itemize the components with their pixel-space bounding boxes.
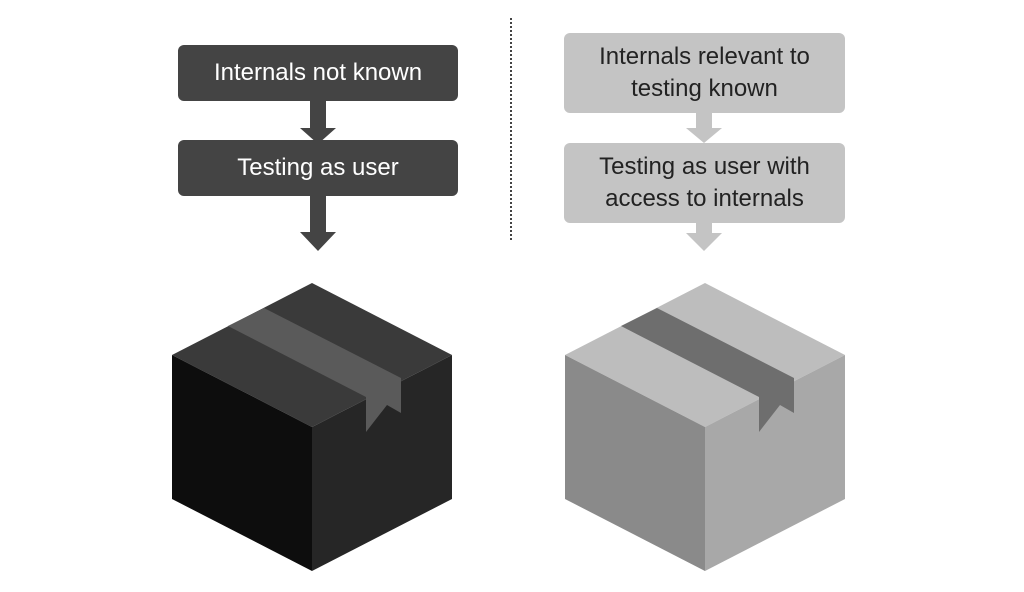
flow-arrows (300, 101, 336, 251)
box-right-face (312, 355, 452, 571)
closed-box-icon (172, 283, 452, 571)
box-tape (228, 308, 401, 432)
step-testing-with-access: Testing as user with access to internals (564, 143, 845, 223)
black-box-panel: Internals not known Testing as user (172, 45, 458, 571)
closed-box-icon (565, 283, 845, 571)
down-arrow-icon (686, 223, 722, 251)
box-tape (621, 308, 794, 432)
down-arrow-icon (300, 196, 336, 251)
step-testing-as-user: Testing as user (178, 140, 458, 196)
down-arrow-icon (686, 113, 722, 143)
step-internals-not-known: Internals not known (178, 45, 458, 101)
step-internals-relevant-known: Internals relevant to testing known (564, 33, 845, 113)
down-arrow-icon (300, 101, 336, 144)
white-box-panel: Internals relevant to testing known Test… (512, 0, 1024, 592)
box-left-face (565, 355, 705, 571)
box-right-face (705, 355, 845, 571)
box-left-face (172, 355, 312, 571)
divider (510, 18, 512, 240)
flow-arrows (686, 113, 722, 251)
